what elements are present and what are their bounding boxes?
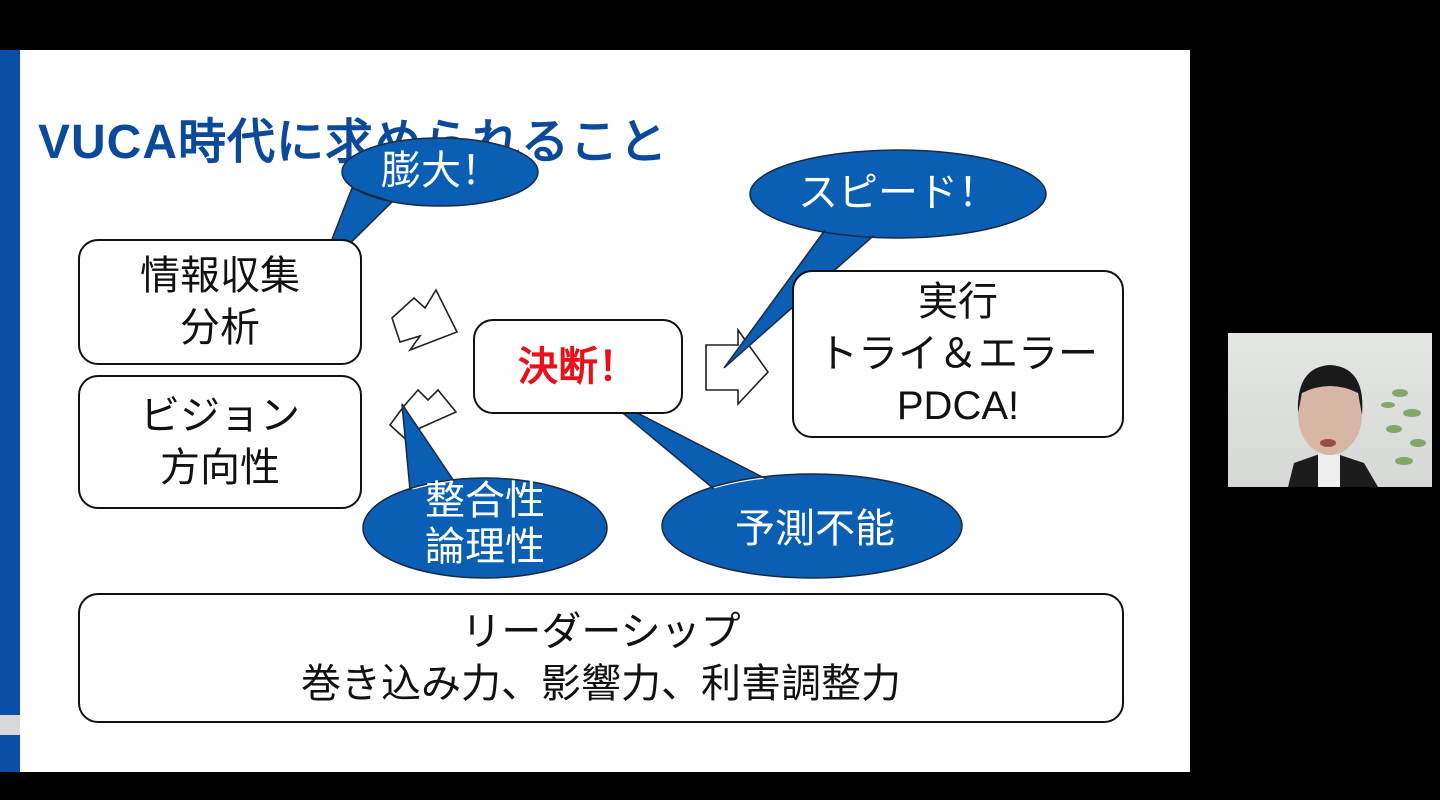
- vision-box: ビジョン 方向性: [78, 375, 362, 509]
- presenter-avatar-icon: [1288, 365, 1426, 487]
- bubble-consistency-text: 整合性 論理性: [380, 478, 590, 570]
- leader-line1: リーダーシップ: [461, 610, 741, 654]
- exec-line2: トライ＆エラー: [818, 332, 1098, 376]
- info-line2: 分析: [180, 306, 260, 350]
- bubble-unpredictable-text: 予測不能: [735, 507, 895, 551]
- info-line1: 情報収集: [140, 254, 300, 298]
- consistency-line1: 整合性: [425, 479, 545, 523]
- info-analysis-box: 情報収集 分析: [78, 239, 362, 365]
- leader-line2: 巻き込み力、影響力、利害調整力: [301, 662, 901, 706]
- presentation-slide: VUCA時代に求められること 情報収集 分析 ビジョン 方向性 決: [0, 50, 1190, 772]
- arrow-decision-to-exec: [705, 327, 770, 407]
- slide-stripe-band: [0, 715, 20, 735]
- decision-box: 決断！: [473, 319, 683, 414]
- exec-line1: 実行: [918, 280, 998, 324]
- arrow-info-to-decision: [391, 288, 459, 352]
- execution-box: 実行 トライ＆エラー PDCA!: [792, 270, 1124, 438]
- bubble-speed-text: スピード！: [798, 171, 998, 215]
- vision-line1: ビジョン: [140, 394, 300, 438]
- decision-label: 決断！: [518, 344, 638, 389]
- arrow-vision-to-decision: [388, 388, 458, 447]
- exec-line3: PDCA!: [896, 384, 1020, 428]
- slide-accent-stripe: [0, 50, 20, 772]
- consistency-line2: 論理性: [425, 525, 545, 569]
- slide-title: VUCA時代に求められること: [38, 116, 669, 169]
- vision-line2: 方向性: [160, 446, 280, 490]
- presenter-webcam[interactable]: [1228, 333, 1432, 487]
- leadership-box: リーダーシップ 巻き込み力、影響力、利害調整力: [78, 593, 1124, 723]
- bubble-enormous-text: 膨大！: [381, 149, 501, 193]
